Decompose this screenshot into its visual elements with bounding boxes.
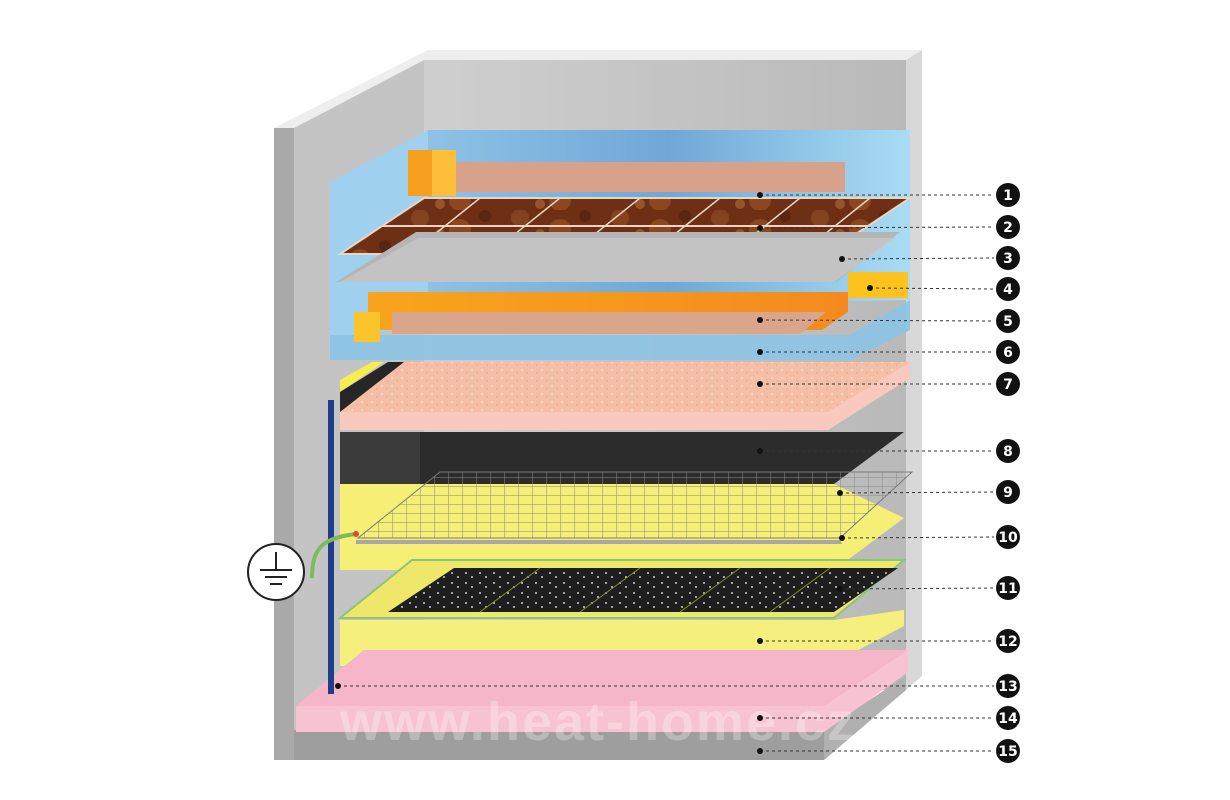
callout-number: 2 xyxy=(1003,220,1013,236)
watermark-text: www.heat-home.cz xyxy=(339,692,856,752)
callout-9: 9 xyxy=(837,480,1020,504)
mesh-layer-group xyxy=(340,471,914,570)
callout-number: 14 xyxy=(998,711,1018,727)
black-membrane xyxy=(340,432,904,484)
left-wall-front xyxy=(274,128,294,760)
callout-anchor-dot xyxy=(757,317,763,323)
base-slab-front xyxy=(294,730,824,760)
callout-badge xyxy=(996,480,1020,504)
reinforcing-mesh xyxy=(356,471,914,539)
callout-badge xyxy=(996,706,1020,730)
callout-number: 1 xyxy=(1003,188,1013,204)
callout-anchor-dot xyxy=(839,535,845,541)
grounding-strip xyxy=(328,400,334,694)
callout-anchor-dot xyxy=(757,192,763,198)
callout-badge xyxy=(996,525,1020,549)
callout-15: 15 xyxy=(757,739,1020,763)
grounding-wire xyxy=(310,532,357,579)
screed-edge xyxy=(340,362,910,430)
orange-left-foot xyxy=(354,312,380,342)
callout-number: 5 xyxy=(1003,314,1013,330)
callout-8: 8 xyxy=(757,439,1020,463)
callout-number: 10 xyxy=(998,530,1018,546)
callout-13: 13 xyxy=(335,674,1020,698)
callout-anchor-dot xyxy=(839,256,845,262)
grounding-clip xyxy=(353,531,359,537)
callout-anchor-dot xyxy=(335,683,341,689)
callout-badge xyxy=(996,629,1020,653)
tile-backing-panel xyxy=(455,162,845,192)
callout-1: 1 xyxy=(757,183,1020,207)
heating-film-layer xyxy=(337,559,907,619)
callout-7: 7 xyxy=(757,372,1020,396)
ground-symbol-icon xyxy=(247,543,305,601)
callout-number: 13 xyxy=(998,679,1017,695)
callout-12: 12 xyxy=(757,629,1020,653)
callout-10: 10 xyxy=(839,525,1020,549)
callout-anchor-dot xyxy=(757,225,763,231)
blue-box-bottom xyxy=(330,300,910,360)
screed-black-edge xyxy=(340,362,404,412)
callout-anchor-dot xyxy=(757,715,763,721)
orange-strip-top xyxy=(432,150,456,196)
screed-layer xyxy=(340,362,910,430)
callout-anchor-dot xyxy=(837,586,843,592)
screed-yellow-corner xyxy=(340,362,384,392)
orange-side-block xyxy=(848,272,908,298)
grounding-group xyxy=(247,400,359,694)
callout-number: 9 xyxy=(1003,485,1013,501)
callout-4: 4 xyxy=(867,277,1020,301)
callout-number: 7 xyxy=(1003,377,1013,393)
callout-leader-line xyxy=(839,587,995,590)
callout-leader-line xyxy=(841,257,995,260)
callout-badge xyxy=(996,246,1020,270)
callout-number: 4 xyxy=(1003,282,1013,298)
callout-number: 8 xyxy=(1003,444,1013,460)
pink-insulation-front xyxy=(296,650,908,732)
callout-3: 3 xyxy=(839,246,1020,270)
callout-number: 12 xyxy=(998,634,1017,650)
callout-badge xyxy=(996,372,1020,396)
callout-anchor-dot xyxy=(757,349,763,355)
callout-badge xyxy=(996,439,1020,463)
callout-5: 5 xyxy=(757,309,1020,333)
callout-anchor-dot xyxy=(837,490,843,496)
callout-anchor-dot xyxy=(757,638,763,644)
insulation-layer xyxy=(296,650,908,732)
callout-number: 3 xyxy=(1003,251,1013,267)
callout-leader-line xyxy=(839,491,995,494)
callout-badge xyxy=(996,576,1020,600)
callout-6: 6 xyxy=(757,340,1020,364)
callout-anchor-dot xyxy=(867,285,873,291)
black-membrane-layer xyxy=(340,432,904,484)
orange-lower-panel xyxy=(392,312,826,334)
callout-badge xyxy=(996,739,1020,763)
callout-badge xyxy=(996,674,1020,698)
callout-badge xyxy=(996,277,1020,301)
callout-number: 15 xyxy=(998,744,1017,760)
callout-anchor-dot xyxy=(757,748,763,754)
callout-11: 11 xyxy=(837,576,1020,600)
callout-14: 14 xyxy=(757,706,1020,730)
callout-badge xyxy=(996,309,1020,333)
callout-anchor-dot xyxy=(757,448,763,454)
callout-leader-line xyxy=(841,536,995,539)
callout-2: 2 xyxy=(757,215,1020,239)
callout-badge xyxy=(996,215,1020,239)
callout-badge xyxy=(996,183,1020,207)
callout-leader-line xyxy=(869,287,995,290)
heating-film xyxy=(388,568,898,612)
wall-top-edge xyxy=(274,50,922,128)
callout-badge xyxy=(996,340,1020,364)
callout-number: 11 xyxy=(998,581,1017,597)
callout-number: 6 xyxy=(1003,345,1013,361)
upper-assembly-box xyxy=(330,130,914,360)
callout-anchor-dot xyxy=(757,381,763,387)
